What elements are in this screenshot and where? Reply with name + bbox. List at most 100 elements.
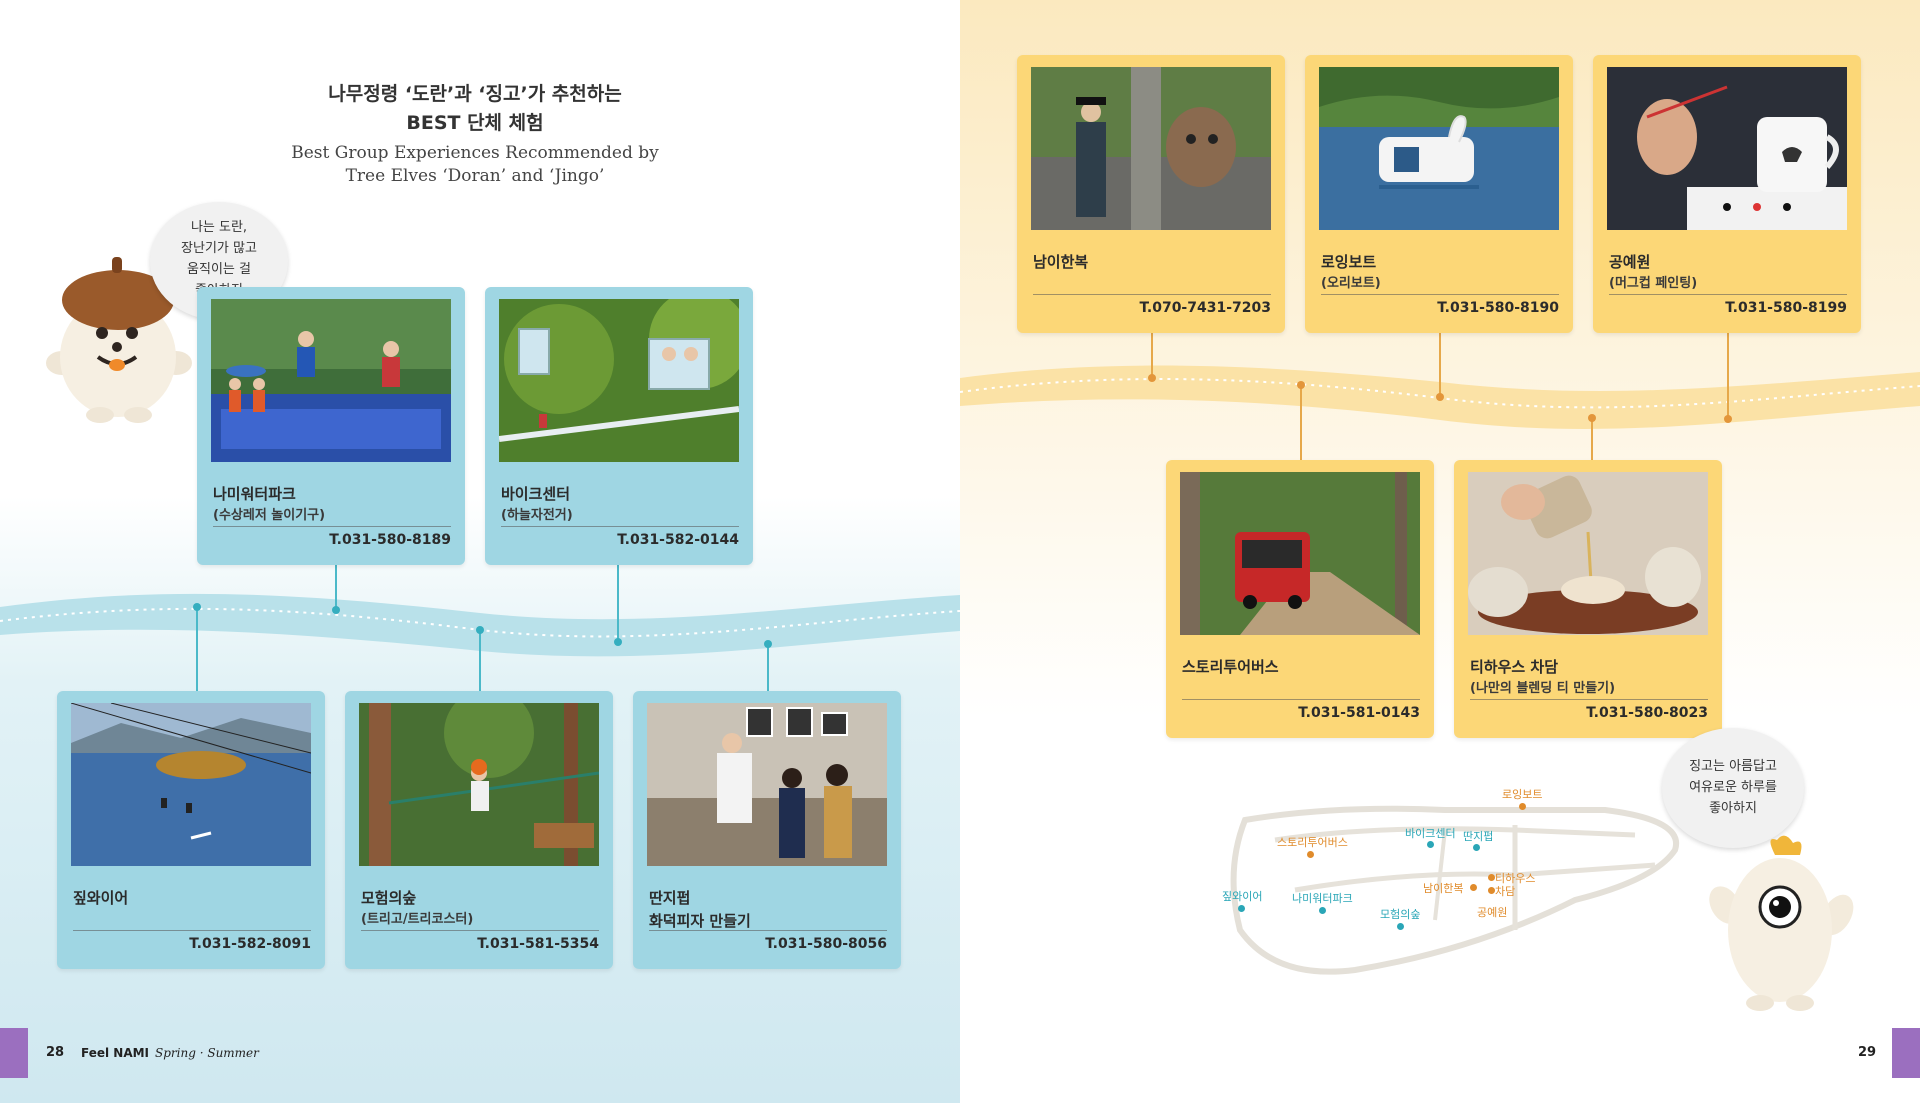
- card-zip-wire[interactable]: 짚와이어 T.031-582-8091: [57, 691, 325, 969]
- card-phone: T.031-580-8190: [1437, 300, 1559, 316]
- title-block: 나무정령 ‘도란’과 ‘징고’가 추천하는 BEST 단체 체험 Best Gr…: [280, 80, 670, 188]
- card-phone: T.031-582-8091: [189, 936, 311, 952]
- map-pin-bike-center: [1427, 841, 1434, 848]
- card-phone: T.031-581-5354: [477, 936, 599, 952]
- photo-nami-hanbok: [1031, 67, 1271, 230]
- card-title: 짚와이어: [73, 889, 129, 907]
- photo-rowing-boat: [1319, 67, 1559, 230]
- map-pin-story-bus: [1307, 851, 1314, 858]
- connector-bike-center: [617, 565, 619, 642]
- card-divider: [1470, 699, 1708, 700]
- card-phone: T.031-581-0143: [1298, 705, 1420, 721]
- card-divider: [73, 930, 311, 931]
- card-rowing-boat[interactable]: 로잉보트 (오리보트) T.031-580-8190: [1305, 55, 1573, 333]
- map-label-rowing-boat: 로잉보트: [1502, 788, 1543, 801]
- magazine-season: Spring · Summer: [155, 1046, 259, 1060]
- card-divider: [1033, 294, 1271, 295]
- title-english-line2: Tree Elves ‘Doran’ and ‘Jingo’: [345, 166, 605, 186]
- card-title: 스토리투어버스: [1182, 658, 1279, 676]
- card-craft-house[interactable]: 공예원 (머그컵 페인팅) T.031-580-8199: [1593, 55, 1861, 333]
- card-title: 로잉보트: [1321, 253, 1377, 271]
- map-label-water-park: 나미워터파크: [1292, 892, 1353, 905]
- jingo-bubble-line1: 징고는 아름답고: [1689, 759, 1777, 774]
- connector-story-bus: [1300, 385, 1302, 460]
- page-number-right: 29: [1858, 1045, 1877, 1060]
- doran-bubble-line2: 장난기가 많고: [181, 241, 257, 256]
- card-subtitle: (오리보트): [1321, 276, 1381, 291]
- card-phone: T.031-580-8189: [329, 532, 451, 548]
- map-pin-ddanji-pub: [1473, 844, 1480, 851]
- map-label-ddanji-pub: 딴지펍: [1463, 830, 1494, 843]
- card-water-park[interactable]: 나미워터파크 (수상레저 놀이기구) T.031-580-8189: [197, 287, 465, 565]
- card-phone: T.031-580-8023: [1586, 705, 1708, 721]
- connector-dot: [1436, 393, 1444, 401]
- title-korean-line1: 나무정령 ‘도란’과 ‘징고’가 추천하는: [328, 83, 622, 105]
- connector-dot: [1724, 415, 1732, 423]
- title-korean-line2: BEST 단체 체험: [406, 112, 544, 134]
- photo-adventure-forest: [359, 703, 599, 866]
- card-subtitle: (수상레저 놀이기구): [213, 508, 326, 523]
- card-subtitle: (하늘자전거): [501, 508, 573, 523]
- card-title: 바이크센터: [501, 485, 571, 503]
- map-label-story-bus: 스토리투어버스: [1277, 836, 1348, 849]
- card-ddanji-pub[interactable]: 딴지펍 화덕피자 만들기 T.031-580-8056: [633, 691, 901, 969]
- card-bike-center[interactable]: 바이크센터 (하늘자전거) T.031-582-0144: [485, 287, 753, 565]
- card-title: 남이한복: [1033, 253, 1089, 271]
- card-subtitle: (트리고/트리코스터): [361, 912, 474, 927]
- card-subtitle: 화덕피자 만들기: [649, 912, 751, 930]
- connector-dot: [332, 606, 340, 614]
- card-phone: T.031-580-8199: [1725, 300, 1847, 316]
- connector-dot: [764, 640, 772, 648]
- card-story-bus[interactable]: 스토리투어버스 T.031-581-0143: [1166, 460, 1434, 738]
- map-label-craft-house: 공예원: [1477, 906, 1508, 919]
- card-divider: [649, 930, 887, 931]
- connector-zip-wire: [196, 607, 198, 691]
- map-pin-rowing-boat: [1519, 803, 1526, 810]
- doran-character: [40, 245, 195, 425]
- map-pin-zip-wire: [1238, 905, 1245, 912]
- magazine-title: Feel NAMI Spring · Summer: [81, 1046, 259, 1060]
- map-pin-nami-hanbok: [1470, 884, 1477, 891]
- card-divider: [501, 526, 739, 527]
- map-label-nami-hanbok: 남이한복: [1423, 882, 1464, 895]
- connector-dot: [614, 638, 622, 646]
- card-subtitle: (머그컵 페인팅): [1609, 276, 1698, 291]
- card-title: 티하우스 차담: [1470, 658, 1559, 676]
- connector-dot: [193, 603, 201, 611]
- card-title: 나미워터파크: [213, 485, 296, 503]
- card-nami-hanbok[interactable]: 남이한복 T.070-7431-7203: [1017, 55, 1285, 333]
- card-subtitle: (나만의 블렌딩 티 만들기): [1470, 681, 1616, 696]
- photo-zip-wire: [71, 703, 311, 866]
- jingo-speech-bubble: 징고는 아름답고 여유로운 하루를 좋아하지: [1662, 728, 1804, 848]
- map-label-bike-center: 바이크센터: [1405, 827, 1456, 840]
- connector-dot: [476, 626, 484, 634]
- photo-story-bus: [1180, 472, 1420, 635]
- map-pin-water-park: [1319, 907, 1326, 914]
- card-tea-house[interactable]: 티하우스 차담 (나만의 블렌딩 티 만들기) T.031-580-8023: [1454, 460, 1722, 738]
- map-pin-adventure-forest: [1397, 923, 1404, 930]
- map-pin-tea-house: [1488, 874, 1495, 881]
- connector-nami-hanbok: [1151, 333, 1153, 378]
- left-page: 나무정령 ‘도란’과 ‘징고’가 추천하는 BEST 단체 체험 Best Gr…: [0, 0, 960, 1103]
- connector-ddanji-pub: [767, 644, 769, 691]
- card-divider: [213, 526, 451, 527]
- card-title: 모험의숲: [361, 889, 417, 907]
- doran-bubble-line3: 움직이는 걸: [187, 262, 251, 277]
- page-tab-left: [0, 1028, 28, 1078]
- photo-tea-house: [1468, 472, 1708, 635]
- magazine-brand: Feel NAMI: [81, 1046, 150, 1060]
- connector-dot: [1297, 381, 1305, 389]
- jingo-bubble-line3: 좋아하지: [1709, 801, 1757, 816]
- right-page: 남이한복 T.070-7431-7203 로잉보트 (오리보트) T.031-5…: [960, 0, 1920, 1103]
- card-title: 딴지펍: [649, 889, 691, 907]
- connector-dot: [1588, 414, 1596, 422]
- card-phone: T.070-7431-7203: [1139, 300, 1271, 316]
- photo-ddanji-pub: [647, 703, 887, 866]
- map-label-zip-wire: 짚와이어: [1222, 890, 1263, 903]
- jingo-bubble-line2: 여유로운 하루를: [1689, 780, 1777, 795]
- jingo-character: [1705, 835, 1855, 1015]
- photo-craft-house: [1607, 67, 1847, 230]
- connector-dot: [1148, 374, 1156, 382]
- card-divider: [361, 930, 599, 931]
- card-adventure-forest[interactable]: 모험의숲 (트리고/트리코스터) T.031-581-5354: [345, 691, 613, 969]
